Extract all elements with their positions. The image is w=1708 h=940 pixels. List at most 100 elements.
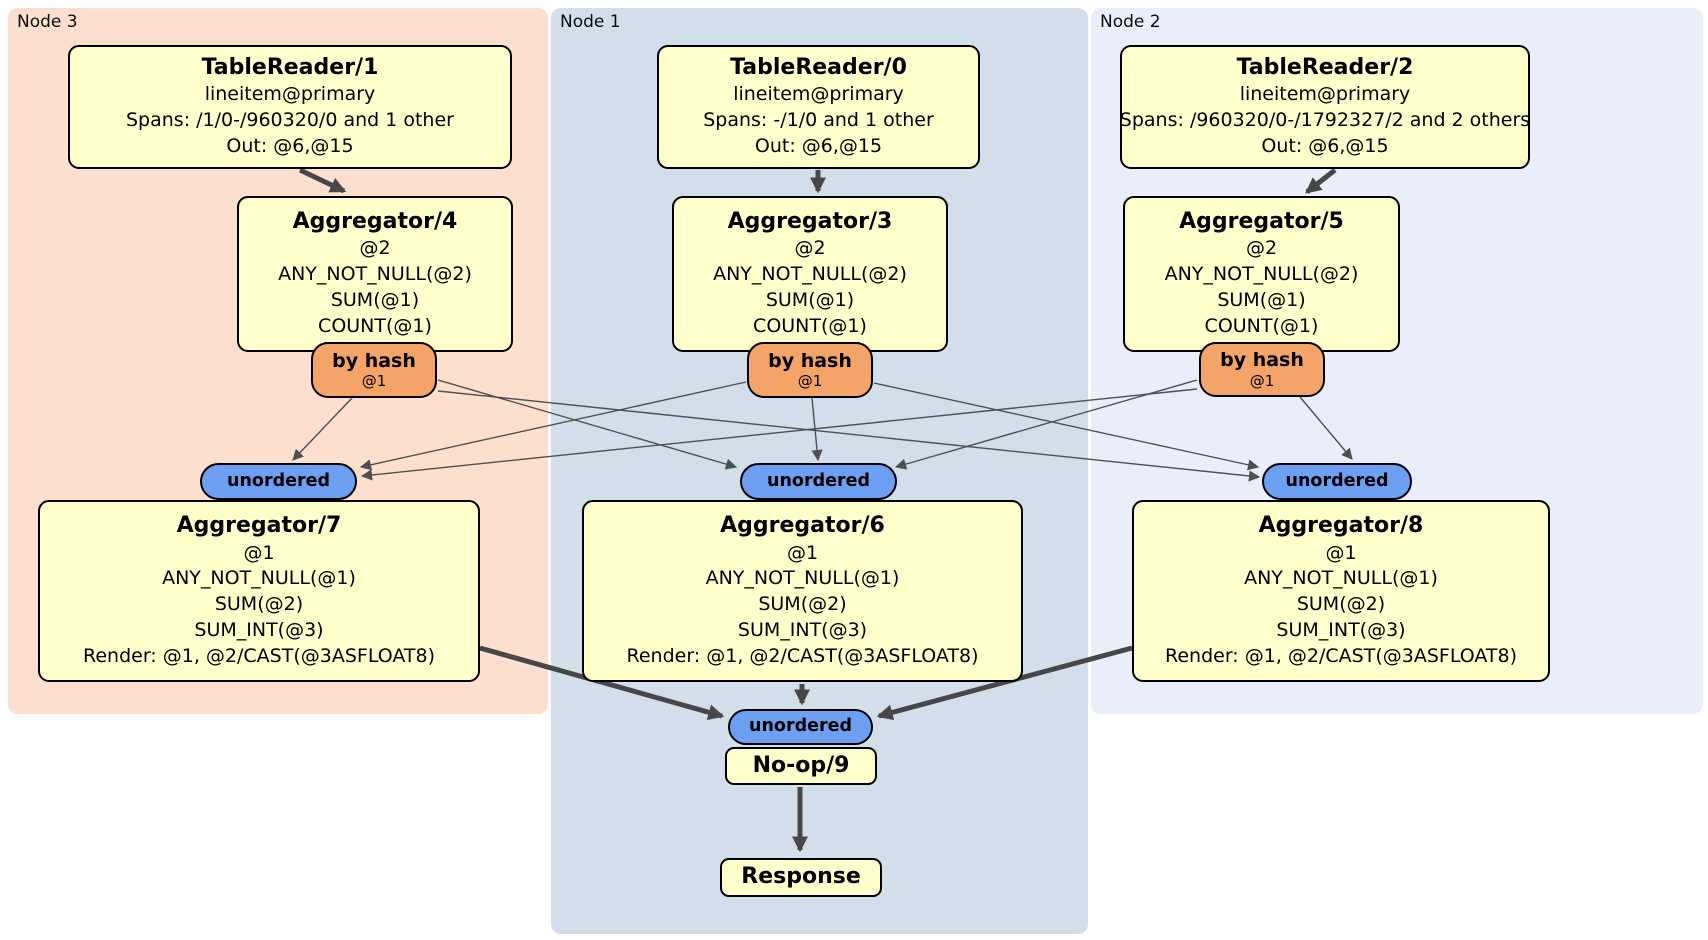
- processor-title: TableReader/1: [201, 55, 379, 81]
- processor-title: Aggregator/3: [727, 209, 893, 235]
- processor-title: Aggregator/6: [720, 513, 885, 539]
- processor-title: TableReader/0: [730, 55, 907, 81]
- processor-detail-line: lineitem@primary: [1239, 83, 1411, 106]
- processor-title: No-op/9: [752, 752, 850, 778]
- region-node3-label: Node 3: [17, 12, 78, 32]
- processor-detail-line: Spans: /960320/0-/1792327/2 and 2 others: [1119, 109, 1531, 132]
- processor-detail-line: Render: @1, @2/CAST(@3ASFLOAT8): [83, 644, 435, 667]
- processor-detail-line: Render: @1, @2/CAST(@3ASFLOAT8): [1165, 644, 1517, 667]
- processor-detail-line: ANY_NOT_NULL(@2): [713, 263, 907, 286]
- processor-box-noop-9: No-op/9: [725, 747, 877, 785]
- processor-detail-line: Spans: /1/0-/960320/0 and 1 other: [126, 109, 454, 132]
- hash-router-detail: @1: [361, 372, 387, 391]
- edge-hash2-to-sync1: [894, 379, 1198, 470]
- processor-detail-line: SUM_INT(@3): [737, 618, 868, 641]
- sync-label: unordered: [1285, 470, 1389, 491]
- processor-detail-line: ANY_NOT_NULL(@1): [705, 567, 900, 590]
- edge-hash2-to-sync2: [1299, 396, 1353, 460]
- edge-aggregator8-to-final-sync: [876, 645, 1133, 721]
- processor-detail-line: Render: @1, @2/CAST(@3ASFLOAT8): [626, 644, 979, 667]
- processor-detail-line: SUM(@2): [214, 593, 304, 616]
- hash-router-label: by hash: [332, 349, 416, 372]
- edge-tablereader2-to-aggregator5: [1305, 168, 1337, 194]
- processor-detail-line: @1: [786, 541, 819, 564]
- processor-title: TableReader/2: [1236, 55, 1414, 81]
- processor-detail-line: ANY_NOT_NULL(@2): [1164, 263, 1359, 286]
- hash-router-label: by hash: [1220, 349, 1304, 372]
- processor-detail-line: COUNT(@1): [753, 314, 867, 337]
- hash-router-node2: by hash @1: [1199, 342, 1325, 397]
- edge-hash1-to-sync3: [359, 381, 747, 471]
- hash-router-label: by hash: [768, 349, 852, 372]
- processor-detail-line: lineitem@primary: [204, 83, 376, 106]
- processor-detail-line: SUM_INT(@3): [194, 618, 324, 641]
- processor-detail-line: @2: [359, 237, 391, 260]
- region-node2-label: Node 2: [1100, 12, 1161, 32]
- edge-tablereader1-to-aggregator4: [298, 167, 347, 194]
- processor-box-response: Response: [720, 858, 882, 897]
- processor-title: Aggregator/5: [1179, 209, 1344, 235]
- hash-router-detail: @1: [797, 372, 823, 391]
- processor-detail-line: @2: [1245, 237, 1278, 260]
- sync-unordered-node2: unordered: [1262, 463, 1412, 500]
- processor-detail-line: SUM(@1): [1217, 289, 1306, 312]
- processor-detail-line: ANY_NOT_NULL(@2): [278, 263, 472, 286]
- sync-unordered-node3: unordered: [200, 463, 357, 500]
- processor-title: Aggregator/8: [1258, 513, 1424, 539]
- processor-detail-line: @2: [794, 237, 826, 260]
- processor-detail-line: SUM(@1): [765, 289, 855, 312]
- sync-unordered-node1: unordered: [740, 463, 897, 500]
- hash-router-node3: by hash @1: [311, 342, 437, 398]
- processor-detail-line: SUM_INT(@3): [1276, 618, 1406, 641]
- region-node1-label: Node 1: [560, 12, 621, 32]
- processor-detail-line: Spans: -/1/0 and 1 other: [703, 109, 934, 132]
- processor-detail-line: Out: @6,@15: [754, 134, 883, 157]
- processor-detail-line: SUM(@2): [758, 593, 847, 616]
- processor-detail-line: SUM(@2): [1296, 593, 1386, 616]
- processor-detail-line: ANY_NOT_NULL(@1): [1244, 567, 1438, 590]
- processor-detail-line: SUM(@1): [330, 289, 420, 312]
- sync-unordered-final: unordered: [728, 709, 873, 745]
- edge-hash3-to-sync1: [437, 379, 738, 470]
- processor-detail-line: @1: [1325, 541, 1357, 564]
- processor-detail-line: COUNT(@1): [318, 314, 432, 337]
- processor-detail-line: lineitem@primary: [733, 83, 904, 106]
- sync-label: unordered: [749, 716, 852, 737]
- processor-detail-line: COUNT(@1): [1204, 314, 1319, 337]
- processor-detail-line: ANY_NOT_NULL(@1): [162, 567, 356, 590]
- processor-title: Aggregator/4: [292, 209, 458, 235]
- processor-detail-line: @1: [243, 541, 275, 564]
- edge-aggregator7-to-final-sync: [479, 645, 725, 721]
- sync-label: unordered: [227, 470, 330, 491]
- hash-router-node1: by hash @1: [747, 342, 873, 398]
- processor-title: Aggregator/7: [176, 513, 342, 539]
- hash-router-detail: @1: [1249, 371, 1275, 390]
- sync-label: unordered: [767, 470, 870, 491]
- processor-detail-line: Out: @6,@15: [226, 134, 354, 157]
- edge-hash1-to-sync2: [873, 382, 1260, 471]
- processor-title: Response: [741, 864, 861, 890]
- edge-hash3-to-sync2: [437, 390, 1261, 482]
- edge-hash3-to-sync3: [292, 397, 353, 461]
- edge-hash2-to-sync3: [360, 388, 1198, 481]
